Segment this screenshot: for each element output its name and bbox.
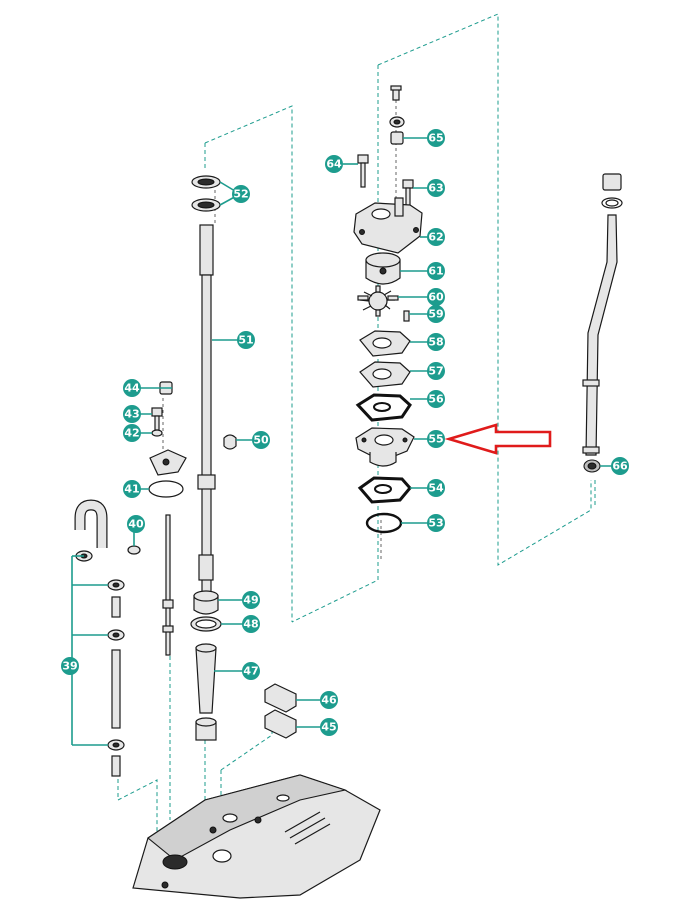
water-tube xyxy=(582,173,623,473)
svg-text:62: 62 xyxy=(428,231,443,244)
callout-51: 51 xyxy=(237,331,255,349)
callout-49: 49 xyxy=(242,591,260,609)
svg-text:55: 55 xyxy=(428,433,443,446)
svg-text:65: 65 xyxy=(428,132,443,145)
callout-52: 52 xyxy=(232,185,250,203)
callout-57: 57 xyxy=(427,362,445,380)
callout-41: 41 xyxy=(123,480,141,498)
callout-62: 62 xyxy=(427,228,445,246)
svg-text:54: 54 xyxy=(428,482,444,495)
callout-40: 40 xyxy=(127,515,145,533)
shift-assembly xyxy=(74,381,187,777)
callout-39: 39 xyxy=(61,657,79,675)
svg-text:61: 61 xyxy=(428,265,443,278)
callout-44: 44 xyxy=(123,379,141,397)
callout-66: 66 xyxy=(611,457,629,475)
callout-63: 63 xyxy=(427,179,445,197)
callout-50: 50 xyxy=(252,431,270,449)
svg-text:52: 52 xyxy=(233,188,248,201)
callout-45: 45 xyxy=(320,718,338,736)
svg-text:40: 40 xyxy=(128,518,144,531)
callouts: 52 51 50 44 43 42 41 40 39 49 48 47 46 4… xyxy=(61,129,629,736)
svg-text:41: 41 xyxy=(124,483,139,496)
svg-text:44: 44 xyxy=(124,382,140,395)
callout-65: 65 xyxy=(427,129,445,147)
svg-text:56: 56 xyxy=(428,393,444,406)
svg-text:59: 59 xyxy=(428,308,443,321)
svg-text:46: 46 xyxy=(321,694,337,707)
assembly-guide-lines xyxy=(117,13,596,840)
gearcase-housing xyxy=(132,774,381,899)
callout-60: 60 xyxy=(427,288,445,306)
svg-text:60: 60 xyxy=(428,291,444,304)
svg-text:42: 42 xyxy=(124,427,139,440)
svg-text:43: 43 xyxy=(124,408,139,421)
impeller xyxy=(357,285,399,317)
svg-text:48: 48 xyxy=(243,618,258,631)
callout-56: 56 xyxy=(427,390,445,408)
callout-64: 64 xyxy=(325,155,343,173)
callout-58: 58 xyxy=(427,333,445,351)
driveshaft-assembly xyxy=(190,175,237,741)
svg-text:39: 39 xyxy=(62,660,77,673)
callout-48: 48 xyxy=(242,615,260,633)
svg-text:49: 49 xyxy=(243,594,258,607)
callout-47: 47 xyxy=(242,662,260,680)
water-pump-assembly xyxy=(353,85,423,534)
callout-59: 59 xyxy=(427,305,445,323)
callout-55: 55 xyxy=(427,430,445,448)
wedge-blocks xyxy=(264,683,297,739)
svg-text:50: 50 xyxy=(253,434,269,447)
svg-text:51: 51 xyxy=(238,334,253,347)
svg-text:63: 63 xyxy=(428,182,443,195)
svg-text:57: 57 xyxy=(428,365,443,378)
callout-54: 54 xyxy=(427,479,445,497)
svg-text:66: 66 xyxy=(612,460,628,473)
callout-61: 61 xyxy=(427,262,445,280)
svg-text:53: 53 xyxy=(428,517,443,530)
svg-text:47: 47 xyxy=(243,665,258,678)
callout-43: 43 xyxy=(123,405,141,423)
highlight-arrow xyxy=(444,423,552,455)
svg-text:64: 64 xyxy=(326,158,342,171)
svg-text:58: 58 xyxy=(428,336,443,349)
callout-42: 42 xyxy=(123,424,141,442)
callout-46: 46 xyxy=(320,691,338,709)
callout-leaders xyxy=(71,137,620,746)
callout-53: 53 xyxy=(427,514,445,532)
svg-text:45: 45 xyxy=(321,721,336,734)
